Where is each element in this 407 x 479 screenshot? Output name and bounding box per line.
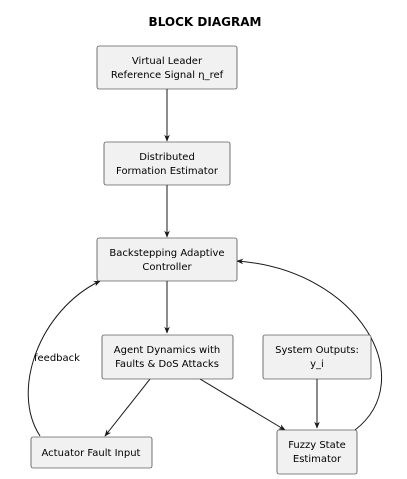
edge-feedback-actuator-to-controller xyxy=(27,280,101,437)
node-backstepping-controller: Backstepping Adaptive Controller xyxy=(96,237,238,282)
node-fuzzy-estimator-line-1: Fuzzy State xyxy=(288,440,346,451)
node-system-outputs: System Outputs: y_i xyxy=(262,334,372,380)
node-actuator-fault-line-1: Actuator Fault Input xyxy=(42,448,141,459)
feedback-label: feedback xyxy=(34,353,80,364)
node-system-outputs-line-2: y_i xyxy=(310,359,324,370)
node-backstepping-controller-line-1: Backstepping Adaptive xyxy=(109,248,224,259)
node-formation-estimator-line-2: Formation Estimator xyxy=(116,166,219,177)
node-actuator-fault: Actuator Fault Input xyxy=(30,436,153,469)
node-system-outputs-line-1: System Outputs: xyxy=(275,345,359,356)
node-backstepping-controller-line-2: Controller xyxy=(142,262,192,273)
node-fuzzy-estimator: Fuzzy State Estimator xyxy=(276,429,358,475)
edge-fuzzy-to-controller xyxy=(236,258,382,431)
node-virtual-leader-line-1: Virtual Leader xyxy=(132,56,203,67)
node-agent-dynamics: Agent Dynamics with Faults & DoS Attacks xyxy=(101,334,234,380)
node-fuzzy-estimator-line-2: Estimator xyxy=(293,454,342,465)
edge-dynamics-to-actuator xyxy=(104,378,151,437)
node-formation-estimator: Distributed Formation Estimator xyxy=(103,141,231,186)
node-agent-dynamics-line-1: Agent Dynamics with xyxy=(114,345,220,356)
edge-dynamics-to-fuzzy xyxy=(199,378,286,431)
diagram-title: BLOCK DIAGRAM xyxy=(149,15,262,29)
node-formation-estimator-line-1: Distributed xyxy=(139,152,195,163)
node-virtual-leader: Virtual Leader Reference Signal η_ref xyxy=(96,45,238,90)
node-virtual-leader-line-2: Reference Signal η_ref xyxy=(111,70,224,81)
node-agent-dynamics-line-2: Faults & DoS Attacks xyxy=(115,359,219,370)
